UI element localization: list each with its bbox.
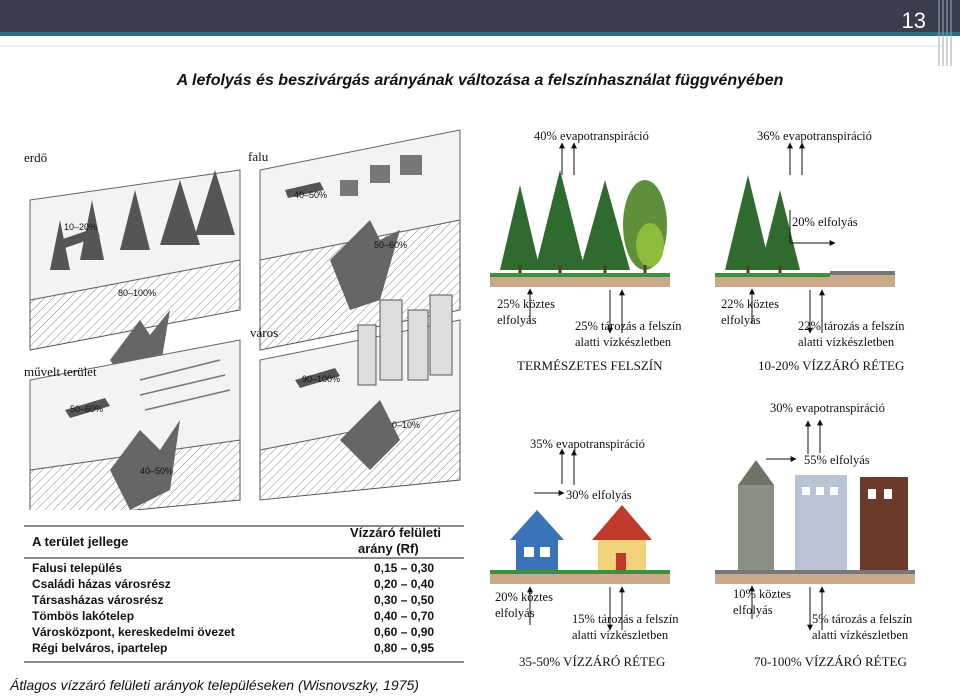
forest-block — [29, 169, 241, 390]
natural-deep-1: 25% tározás a felszín — [575, 319, 682, 333]
panel-10-20 — [715, 142, 895, 334]
footnote: Átlagos vízzáró felületi arányok települ… — [10, 677, 419, 693]
row-type: Tömbös lakótelep — [32, 609, 135, 623]
city-block — [259, 294, 461, 501]
pct-city-infiltration: 0–10% — [392, 420, 421, 430]
table-row: Falusi település 0,15 – 0,30 — [32, 561, 462, 577]
p35-evap: 35% evapotranspiráció — [530, 437, 645, 451]
header-underline — [0, 45, 942, 47]
p10-runoff: 20% elfolyás — [792, 215, 858, 229]
row-type: Társasházas városrész — [32, 593, 164, 607]
natural-shallow-2: elfolyás — [497, 313, 537, 327]
slide-header-bar — [0, 0, 960, 36]
row-ratio: 0,40 – 0,70 — [374, 609, 435, 623]
p35-runoff: 30% elfolyás — [566, 488, 632, 502]
row-ratio: 0,30 – 0,50 — [374, 593, 435, 607]
pct-village-runoff: 40–50% — [294, 190, 328, 200]
p10-deep-2: alatti vízkészletben — [798, 335, 895, 349]
p10-caption: 10-20% VÍZZÁRÓ RÉTEG — [758, 358, 905, 373]
p75-deep-1: 5% tározás a felszín — [812, 612, 913, 626]
land-use-illustrations — [29, 129, 461, 510]
panel-natural — [490, 142, 670, 334]
natural-deep-2: alatti vízkészletben — [575, 335, 672, 349]
p10-evap: 36% evapotranspiráció — [757, 129, 872, 143]
table-header-ratio-line1: Vízzáró felületi — [350, 525, 442, 540]
natural-evap: 40% evapotranspiráció — [534, 129, 649, 143]
pct-cultivated-runoff: 50–60% — [70, 404, 104, 414]
row-type: Városközpont, kereskedelmi övezet — [32, 625, 235, 639]
panel-35-50 — [490, 448, 670, 631]
row-ratio: 0,20 – 0,40 — [374, 577, 435, 591]
table-row: Régi belváros, ipartelep 0,80 – 0,95 — [32, 641, 462, 657]
panel-75-100 — [715, 419, 915, 631]
decorative-lines — [938, 0, 952, 66]
p10-shallow-2: elfolyás — [721, 313, 761, 327]
cultivated-block — [29, 339, 241, 510]
table-rules — [24, 525, 464, 663]
p35-deep-1: 15% tározás a felszín — [572, 612, 679, 626]
label-city: város — [250, 325, 279, 340]
label-cultivated: művelt terület — [24, 364, 97, 379]
p75-runoff: 55% elfolyás — [804, 453, 870, 467]
pct-forest-runoff: 10–20% — [64, 222, 98, 232]
table-row: Tömbös lakótelep 0,40 – 0,70 — [32, 609, 462, 625]
p35-shallow-2: elfolyás — [495, 606, 535, 620]
table-header-ratio-line2: arány (Rf) — [358, 541, 419, 556]
pct-village-infiltration: 50–60% — [374, 240, 408, 250]
label-village: falu — [248, 149, 269, 164]
water-balance-panels — [490, 142, 915, 631]
p75-shallow-2: elfolyás — [733, 603, 773, 617]
p10-deep-1: 22% tározás a felszín — [798, 319, 905, 333]
p75-caption: 70-100% VÍZZÁRÓ RÉTEG — [754, 654, 907, 669]
pct-forest-infiltration: 80–100% — [118, 288, 157, 298]
row-ratio: 0,80 – 0,95 — [374, 641, 435, 655]
p35-shallow-1: 20% köztes — [495, 590, 553, 604]
label-forest: erdő — [24, 150, 48, 165]
row-type: Családi házas városrész — [32, 577, 171, 591]
p75-shallow-1: 10% köztes — [733, 587, 791, 601]
page-title: A lefolyás és beszivárgás arányának vált… — [176, 72, 784, 89]
table-row: Társasházas városrész 0,30 – 0,50 — [32, 593, 462, 609]
pct-cultivated-infiltration: 40–50% — [140, 466, 174, 476]
table-row: Családi házas városrész 0,20 – 0,40 — [32, 577, 462, 593]
row-ratio: 0,60 – 0,90 — [374, 625, 435, 639]
p35-deep-2: alatti vízkészletben — [572, 628, 669, 642]
table-header-type: A terület jellege — [32, 534, 129, 549]
row-ratio: 0,15 – 0,30 — [374, 561, 435, 575]
p75-evap: 30% evapotranspiráció — [770, 401, 885, 415]
header-accent-stripe — [0, 32, 960, 36]
natural-shallow-1: 25% köztes — [497, 297, 555, 311]
pct-city-runoff: 90–100% — [302, 374, 341, 384]
slide-number: 13 — [901, 8, 926, 33]
p10-shallow-1: 22% köztes — [721, 297, 779, 311]
row-type: Régi belváros, ipartelep — [32, 641, 168, 655]
table-row: Városközpont, kereskedelmi övezet 0,60 – … — [32, 625, 462, 641]
p75-deep-2: alatti vízkészletben — [812, 628, 909, 642]
natural-caption: TERMÉSZETES FELSZÍN — [517, 358, 663, 373]
p35-caption: 35-50% VÍZZÁRÓ RÉTEG — [519, 654, 666, 669]
impervious-ratio-table: A terület jellege Vízzáró felületi arány… — [24, 524, 464, 664]
row-type: Falusi település — [32, 561, 123, 575]
